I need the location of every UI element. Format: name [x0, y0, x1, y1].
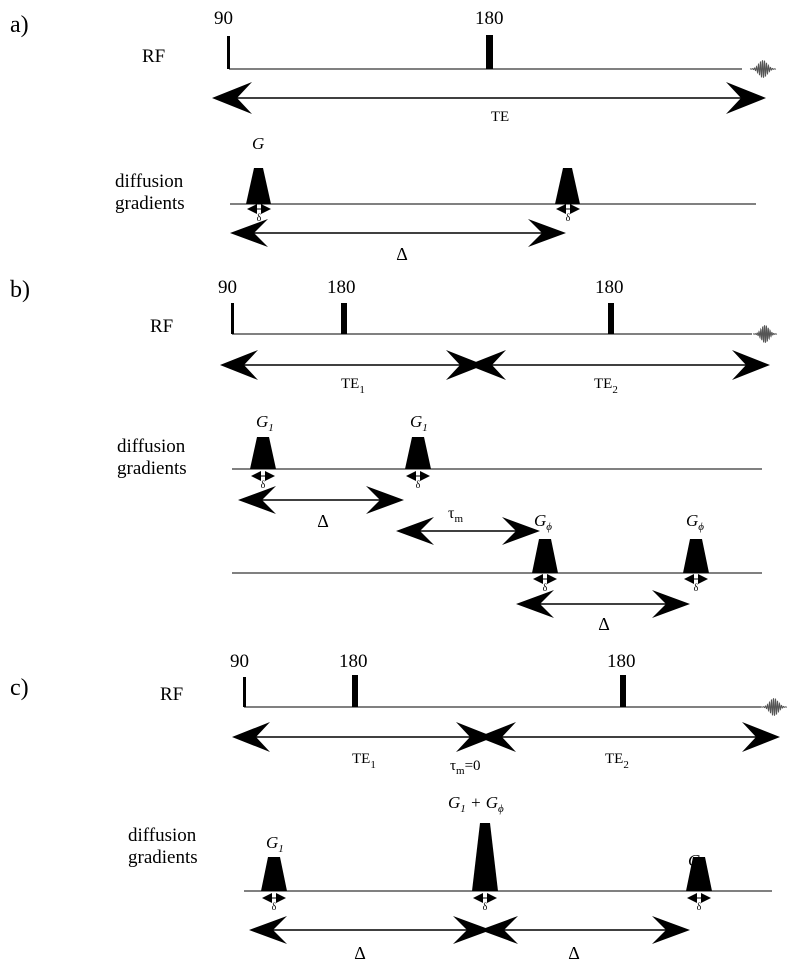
big-delta-label-c1: Δ	[354, 943, 366, 963]
rf-pulse-180-c2	[620, 675, 626, 707]
rf-label-c: RF	[160, 684, 183, 705]
echo-signal-a	[749, 60, 777, 78]
panel-a: a) RF 90 180 TE diffusion gradients G δ …	[10, 8, 777, 264]
small-delta-label-b3: δ	[543, 583, 548, 594]
tau-m-zero-label-c: τm=0	[450, 758, 481, 777]
te-arrow-left-head-a	[212, 82, 252, 114]
big-delta-arrow-right-head-b2	[652, 590, 690, 618]
echo-signal-c	[760, 698, 788, 716]
rf-pulse-90-a	[227, 36, 230, 69]
pulse-90-label-b: 90	[218, 277, 237, 298]
gradient-lobe-b2	[405, 437, 431, 469]
rf-pulse-180-b1	[341, 303, 347, 334]
small-delta-label-a1: δ	[257, 213, 262, 224]
big-delta-arrow-right-head-a	[528, 219, 566, 247]
gradient-lobe-a1	[246, 168, 271, 204]
gradient-label-a-line2: gradients	[115, 193, 185, 214]
g1-label-b1: G1	[256, 412, 274, 434]
te1-arrow-left-head-c	[232, 722, 270, 752]
gphi-label-b2: Gϕ	[686, 511, 704, 533]
rf-pulse-90-c	[243, 677, 246, 707]
gradient-lobe-b3	[532, 539, 558, 573]
pulse-180-label-c2: 180	[607, 651, 636, 672]
gradient-label-b-line2: gradients	[117, 458, 187, 479]
pulse-90-label-a: 90	[214, 8, 233, 29]
echo-waveform	[752, 325, 778, 343]
gradient-lobe-c2	[472, 823, 498, 891]
g-label-a: G	[252, 134, 264, 153]
small-delta-label-c2: δ	[483, 902, 488, 913]
gradient-lobe-c1	[261, 857, 287, 891]
big-delta-arrow-left-head-c2	[480, 916, 518, 944]
small-delta-label-c3: δ	[697, 902, 702, 913]
te-label-a: TE	[491, 109, 509, 125]
gradient-label-b-line1: diffusion	[117, 436, 186, 457]
gradient-lobe-a2	[555, 168, 580, 204]
pulse-180-label-b1: 180	[327, 277, 356, 298]
gradient-lobe-b1	[250, 437, 276, 469]
big-delta-label-c2: Δ	[568, 943, 580, 963]
big-delta-arrow-left-head-a	[230, 219, 268, 247]
tau-m-label-b: τm	[448, 505, 463, 525]
small-delta-label-b4: δ	[694, 583, 699, 594]
big-delta-arrow-left-head-c1	[249, 916, 287, 944]
big-delta-arrow-left-head-b2	[516, 590, 554, 618]
small-delta-label-b1: δ	[261, 480, 266, 491]
gradient-label-c-line1: diffusion	[128, 825, 197, 846]
big-delta-arrow-right-head-c2	[652, 916, 690, 944]
small-delta-label-c1: δ	[272, 902, 277, 913]
gphi-label-b1: Gϕ	[534, 511, 552, 533]
echo-waveform	[760, 698, 788, 716]
rf-pulse-90-b	[231, 303, 234, 334]
te1-label-c: TE1	[352, 751, 376, 771]
te2-label-c: TE2	[605, 751, 629, 771]
panel-label-a: a)	[10, 12, 29, 38]
te2-arrow-right-head-c	[742, 722, 780, 752]
te1-arrow-right-head-c	[456, 722, 494, 752]
tau-m-arrow-left-head-b	[396, 517, 434, 545]
gradient-label-a-line1: diffusion	[115, 171, 184, 192]
te2-arrow-right-head-b	[732, 350, 770, 380]
rf-pulse-180-c1	[352, 675, 358, 707]
gsum-label-c: G1 + Gϕ	[448, 793, 504, 815]
rf-label-b: RF	[150, 316, 173, 337]
gradient-label-c-line2: gradients	[128, 847, 198, 868]
big-delta-label-a: Δ	[396, 244, 408, 264]
big-delta-arrow-right-head-b1	[366, 486, 404, 514]
tau-m-arrow-right-head-b	[502, 517, 540, 545]
echo-signal-b	[752, 325, 778, 343]
rf-pulse-180-a	[486, 35, 493, 69]
pulse-90-label-c: 90	[230, 651, 249, 672]
big-delta-arrow-right-head-c1	[453, 916, 491, 944]
te2-arrow-left-head-c	[478, 722, 516, 752]
big-delta-label-b1: Δ	[317, 511, 329, 531]
big-delta-arrow-left-head-b1	[238, 486, 276, 514]
panel-b: b) RF 90 180 180 TE1 TE2 diffusion gradi…	[10, 277, 778, 634]
te-arrow-right-head-a	[726, 82, 766, 114]
pulse-180-label-c1: 180	[339, 651, 368, 672]
panel-label-c: c)	[10, 675, 29, 701]
gradient-lobe-c3	[686, 857, 712, 891]
panel-c: c) RF 90 180 180 TE1 τm=0 TE2 diffusion …	[10, 651, 788, 963]
te2-label-b: TE2	[594, 376, 618, 396]
big-delta-label-b2: Δ	[598, 614, 610, 634]
pulse-180-label-b2: 180	[595, 277, 624, 298]
echo-waveform	[749, 60, 777, 78]
small-delta-label-b2: δ	[416, 480, 421, 491]
g1-label-c: G1	[266, 833, 284, 855]
te2-arrow-left-head-b	[468, 350, 506, 380]
small-delta-label-a2: δ	[566, 213, 571, 224]
pulse-180-label-a: 180	[475, 8, 504, 29]
rf-label-a: RF	[142, 46, 165, 67]
gradient-lobe-b4	[683, 539, 709, 573]
te1-arrow-left-head-b	[220, 350, 258, 380]
te1-arrow-right-head-b	[446, 350, 484, 380]
panel-label-b: b)	[10, 277, 30, 303]
te1-label-b: TE1	[341, 376, 365, 396]
rf-pulse-180-b2	[608, 303, 614, 334]
g1-label-b2: G1	[410, 412, 428, 434]
